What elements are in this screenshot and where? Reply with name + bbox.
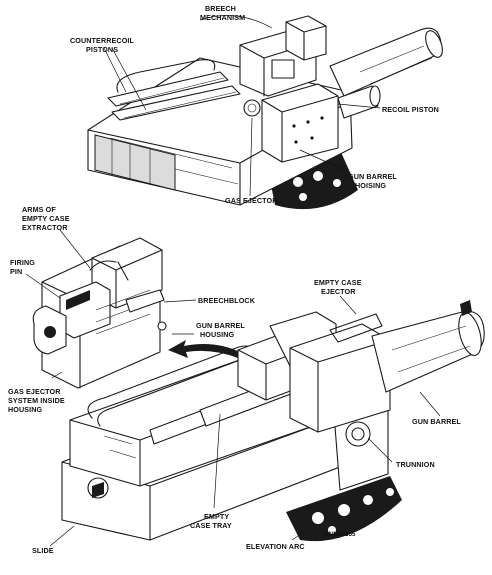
label-counterrecoil-pistons-line2: PISTONS bbox=[86, 45, 118, 54]
label-gun-barrel: GUN BARREL bbox=[412, 417, 461, 426]
label-gun-barrel-housing-top: GUN BARREL bbox=[348, 172, 397, 181]
label-breech-mechanism-line2: MECHANISM bbox=[200, 13, 245, 22]
direction-arrow bbox=[168, 340, 240, 358]
bottom-gun-assembly bbox=[61, 300, 485, 542]
label-trunnion: TRUNNION bbox=[396, 460, 435, 469]
label-recoil-piston: RECOIL PISTON bbox=[382, 105, 439, 114]
label-gun-barrel-housing-mid-line2: HOUSING bbox=[200, 330, 235, 339]
label-breech-mechanism: BREECH bbox=[205, 4, 236, 13]
label-counterrecoil-pistons: COUNTERRECOIL bbox=[70, 36, 135, 45]
label-gun-barrel-housing-mid: GUN BARREL bbox=[196, 321, 245, 330]
label-empty-case-ejector: EMPTY CASE bbox=[314, 278, 362, 287]
figure-code: GNNP0255 bbox=[324, 532, 356, 538]
label-elevation-arc: ELEVATION ARC bbox=[246, 542, 305, 551]
label-gas-ejector: GAS EJECTOR bbox=[225, 196, 278, 205]
breech-detail-inset bbox=[32, 237, 167, 389]
label-empty-case-tray: EMPTY bbox=[204, 512, 229, 521]
label-arms-of-extractor: ARMS OF bbox=[22, 205, 56, 214]
label-gas-ejector-system: GAS EJECTOR bbox=[8, 387, 61, 396]
label-arms-of-extractor-line2: EMPTY CASE bbox=[22, 214, 70, 223]
label-breechblock: BREECHBLOCK bbox=[198, 296, 256, 305]
label-empty-case-tray-line2: CASE TRAY bbox=[190, 521, 232, 530]
labels: BREECH MECHANISM COUNTERRECOIL PISTONS R… bbox=[8, 4, 461, 555]
label-firing-pin: FIRING bbox=[10, 258, 35, 267]
label-empty-case-ejector-line2: EJECTOR bbox=[321, 287, 356, 296]
label-gas-ejector-system-line3: HOUSING bbox=[8, 405, 43, 414]
label-gun-barrel-housing-top-line2: HOISING bbox=[355, 181, 386, 190]
label-gas-ejector-system-line2: SYSTEM INSIDE bbox=[8, 396, 65, 405]
label-arms-of-extractor-line3: EXTRACTOR bbox=[22, 223, 68, 232]
label-slide: SLIDE bbox=[32, 546, 54, 555]
leader-lines bbox=[25, 15, 441, 547]
top-gun-assembly bbox=[87, 15, 443, 210]
label-firing-pin-line2: PIN bbox=[10, 267, 22, 276]
